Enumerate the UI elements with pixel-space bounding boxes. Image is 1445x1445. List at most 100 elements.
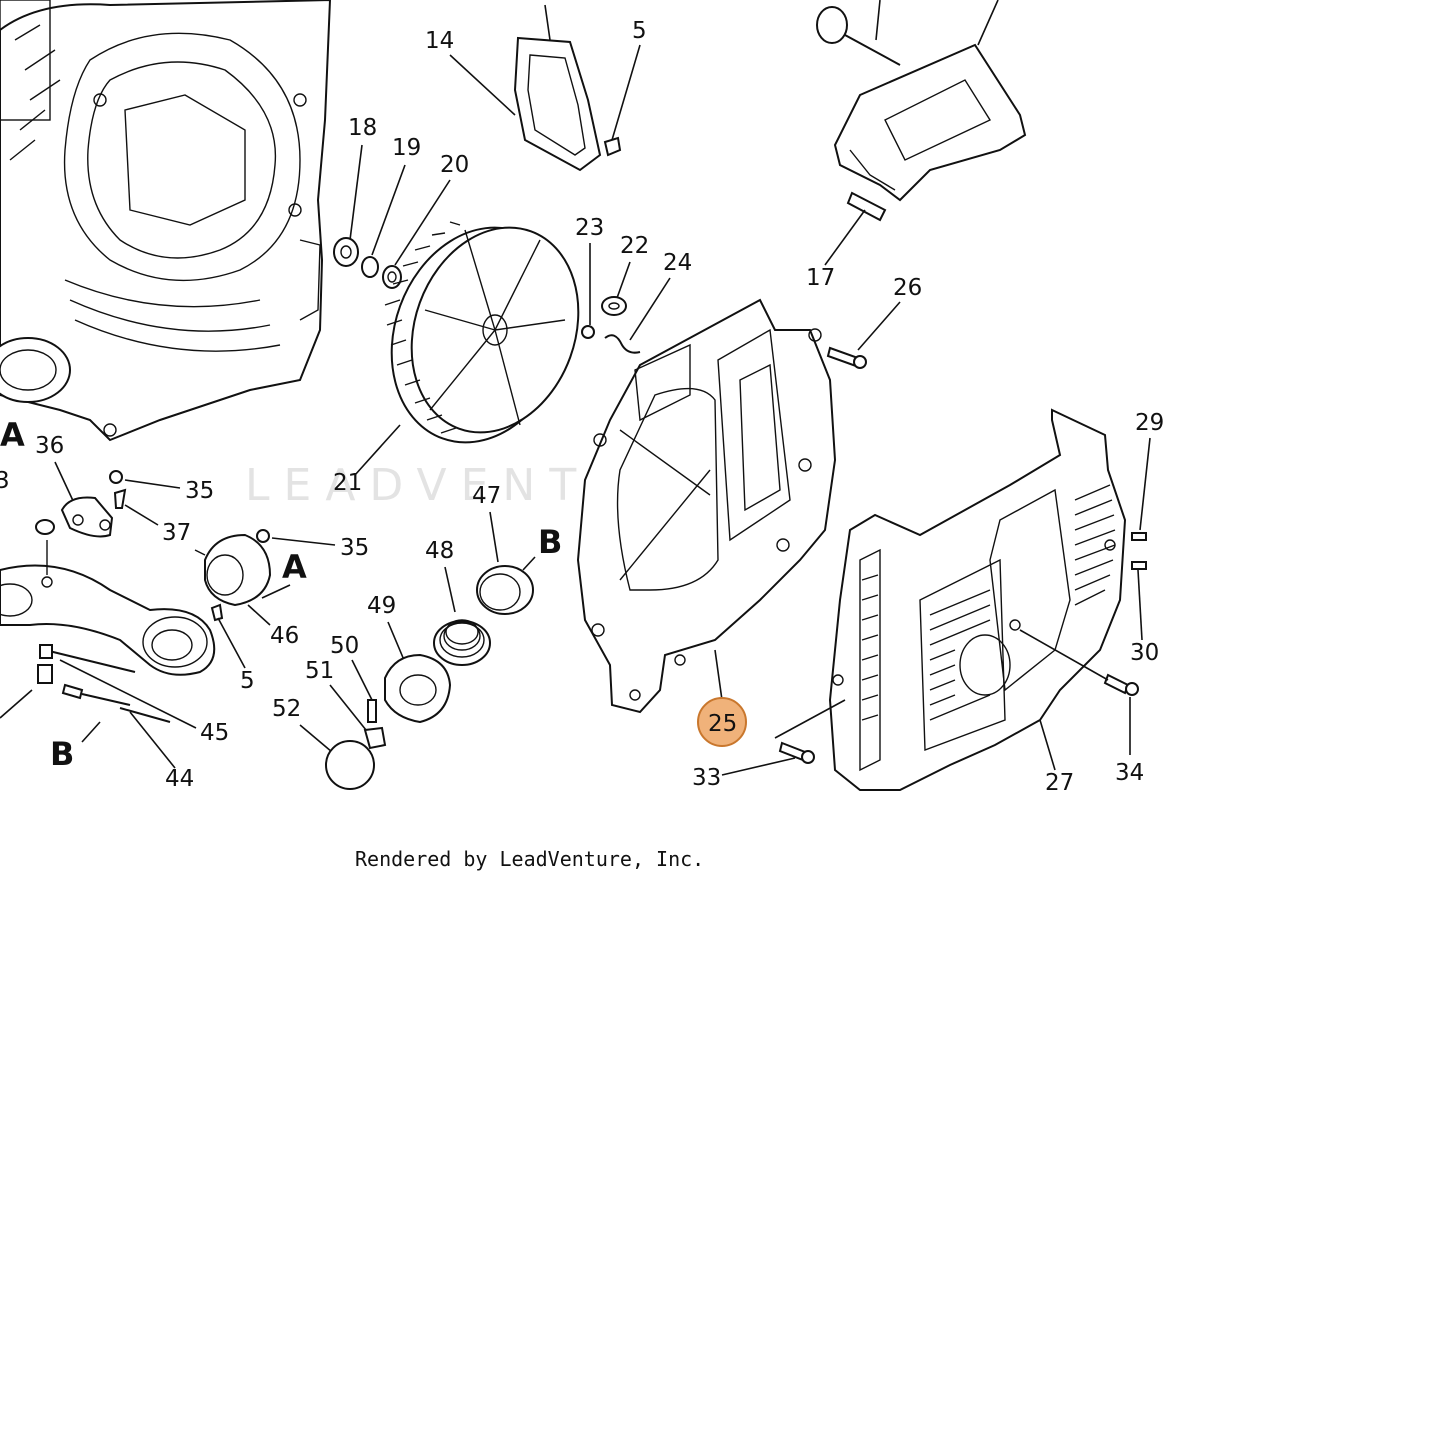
callout-27: 27 [1045,770,1074,796]
carry-handle[interactable] [833,43,1027,202]
governor-46[interactable] [194,533,272,607]
leader-24 [629,277,671,341]
leader-35-mid [271,537,336,546]
leader-48 [444,566,456,613]
rod-44[interactable] [61,683,171,723]
leader-34-cover [1019,629,1109,681]
leader-left-bottom [0,689,33,719]
nut-35-mid[interactable] [256,529,270,543]
leader-26 [857,301,901,351]
leader-50 [351,659,373,701]
callout-25: 25 [708,711,737,737]
leader-b-2 [522,556,536,571]
leader-36 [54,461,76,506]
leader-14 [449,54,516,116]
bolt-33[interactable] [778,741,815,764]
view-marker-a-1: A [0,416,25,454]
screw-37[interactable] [113,488,127,509]
callout-25-highlight[interactable]: 25 [697,697,747,747]
clip-51[interactable] [363,726,387,750]
tube-24[interactable] [604,334,641,354]
housing-port[interactable] [0,337,71,403]
credit-text: Rendered by LeadVenture, Inc. [355,847,704,871]
leader-35-top [124,479,181,489]
cap-52[interactable] [325,740,375,790]
callout-35-mid: 35 [340,535,369,561]
leader-52 [299,724,333,753]
cam-plate-36[interactable] [60,496,114,538]
leader-47 [489,511,499,563]
blower-housing-25[interactable] [576,298,837,714]
linkage-arm[interactable] [0,540,216,676]
front-cover-27[interactable] [828,408,1127,791]
leader-45 [59,659,197,729]
clip-left[interactable] [37,664,53,684]
cooling-fan-21[interactable] [363,203,607,468]
leader-14-top [544,4,551,41]
callout-3: 3 [0,468,10,494]
leader-25 [714,649,723,701]
housing-49[interactable] [384,653,452,724]
bolt-34[interactable] [1103,673,1139,696]
plug-30[interactable] [1131,561,1147,570]
leader-21 [354,424,401,476]
gasket-14[interactable] [513,36,602,172]
spring-48[interactable] [433,619,491,666]
callout-44: 44 [165,766,194,792]
grommet-22[interactable] [601,296,627,316]
leader-a-2 [261,584,291,599]
leader-b-1 [81,721,101,743]
leader-33-cover [774,699,846,739]
callout-52: 52 [272,696,301,722]
view-marker-b-1: B [50,735,74,773]
bolt-23[interactable] [581,325,595,339]
callout-30: 30 [1130,640,1159,666]
callout-29: 29 [1135,410,1164,436]
plug-29[interactable] [1131,532,1147,541]
callout-34: 34 [1115,760,1144,786]
engine-housing[interactable] [0,0,332,442]
callout-18: 18 [348,115,377,141]
callout-49: 49 [367,593,396,619]
nut-18[interactable] [333,237,359,267]
bolt-26[interactable] [826,346,867,369]
callout-17: 17 [806,265,835,291]
seal-47[interactable] [476,565,534,615]
leader-37 [124,504,159,526]
callout-14: 14 [425,28,454,54]
leader-30 [1137,569,1143,641]
callout-48: 48 [425,538,454,564]
leader-33 [721,757,796,776]
leader-19 [371,164,406,256]
rod-45[interactable] [39,644,136,673]
pin-17[interactable] [846,191,887,222]
callout-33: 33 [692,765,721,791]
nut-left[interactable] [35,519,55,535]
leader-46 [247,604,271,626]
screw-5-top[interactable] [603,136,622,157]
leader-49 [387,621,405,661]
leader-29 [1139,437,1151,531]
callout-47: 47 [472,483,501,509]
knob-bolt[interactable] [816,6,901,66]
callout-35-top: 35 [185,478,214,504]
leader-22 [616,261,631,299]
washer-20[interactable] [382,265,402,289]
callout-19: 19 [392,135,421,161]
leader-top-2 [977,0,999,46]
leader-18 [349,144,363,241]
callout-20: 20 [440,152,469,178]
washer-19[interactable] [361,256,379,278]
leader-5-top [611,44,641,141]
screw-5-mid[interactable] [210,603,224,622]
leader-5-mid [217,617,246,669]
pin-50[interactable] [367,699,377,723]
callout-23: 23 [575,215,604,241]
callout-24: 24 [663,250,692,276]
nut-35-left[interactable] [109,470,123,484]
callout-22: 22 [620,233,649,259]
callout-50: 50 [330,633,359,659]
callout-26: 26 [893,275,922,301]
callout-5-mid: 5 [240,668,255,694]
